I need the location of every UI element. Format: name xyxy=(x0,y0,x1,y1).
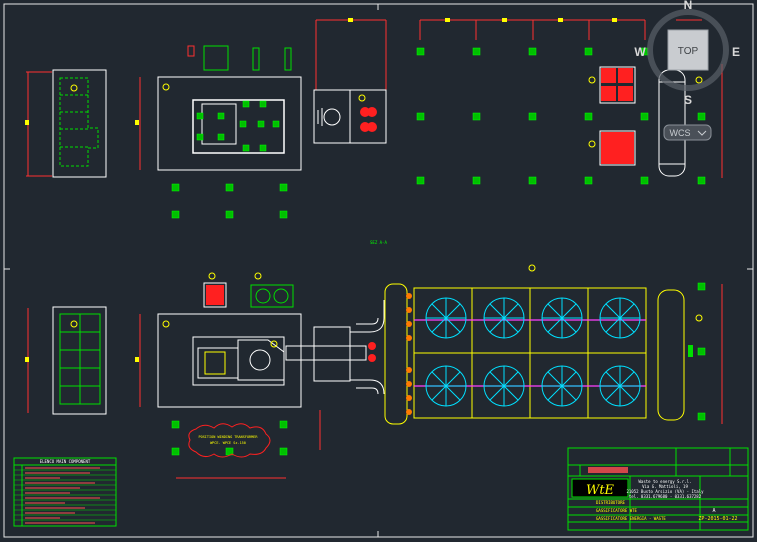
top-view xyxy=(25,18,723,219)
company-name: Waste to energy S.r.l. xyxy=(639,479,692,484)
drawing-desc-2: GASSIFICATORE WTE xyxy=(596,508,638,513)
compass-west[interactable]: W xyxy=(634,45,646,59)
cloud-text-2: WPCE. WPCE Sz-150 xyxy=(210,441,246,445)
section-view xyxy=(25,264,723,479)
company-address1: Via G. Mattioli, 19 xyxy=(642,484,688,489)
component-legend: ELENCO MAIN COMPONENT xyxy=(13,457,117,527)
title-block: WtE Waste to energy S.r.l. Via G. Mattio… xyxy=(567,447,749,531)
drawing-code: ZP-2015-01-22 xyxy=(698,516,737,522)
viewcube-top-face[interactable]: TOP xyxy=(678,46,699,57)
drawing-desc-1: DISTRIBUTORE xyxy=(596,500,625,505)
compass-north[interactable]: N xyxy=(684,0,693,12)
cloud-text-1: POSITION WINDING TRANSFORMER xyxy=(198,435,258,439)
revision-letter: A xyxy=(712,508,715,514)
compass-east[interactable]: E xyxy=(732,45,740,59)
compass-south[interactable]: S xyxy=(684,93,692,107)
wcs-label[interactable]: WCS xyxy=(670,128,691,138)
legend-header: ELENCO MAIN COMPONENT xyxy=(40,459,91,464)
wcs-menu[interactable]: WCS xyxy=(663,124,712,141)
drawing-frame xyxy=(3,3,754,538)
company-logo: WtE xyxy=(586,483,615,498)
chevron-down-icon[interactable] xyxy=(697,130,707,136)
company-address2: 21052 Busto Arsizio (VA) - Italy xyxy=(626,489,704,494)
viewcube[interactable]: TOP N S E W xyxy=(634,0,740,107)
company-phone: tel. 0331.679680 - 0331.637282 xyxy=(629,494,702,499)
drawing-desc-3: GASSIFICATORE ENERGIA - WASTE xyxy=(596,516,666,521)
revision-cloud: POSITION WINDING TRANSFORMER WPCE. WPCE … xyxy=(188,423,271,458)
section-label: SEZ A-A xyxy=(370,240,387,245)
